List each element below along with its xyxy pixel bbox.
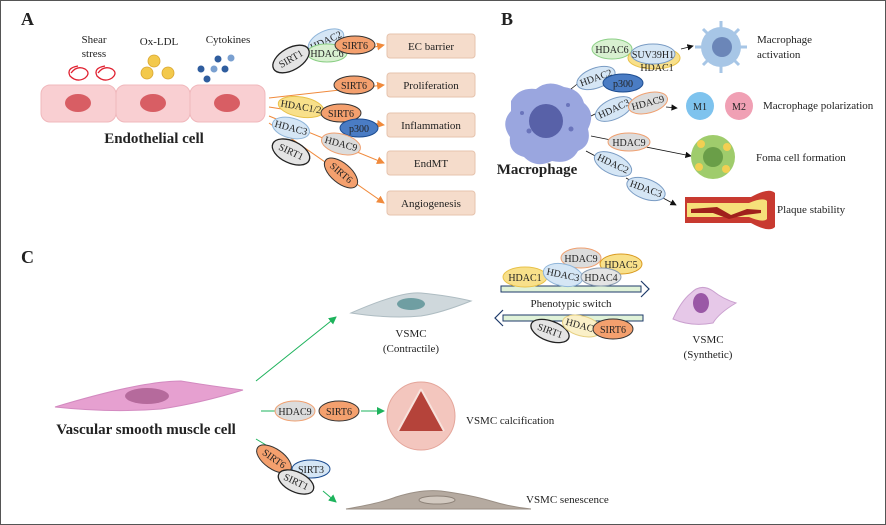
svg-text:HDAC5: HDAC5 — [604, 260, 637, 271]
outcome-polarization: Macrophage polarization — [763, 100, 874, 112]
regulators-c-calcification: HDAC9 SIRT6 — [274, 400, 360, 422]
contractile-vsmc-icon — [349, 292, 473, 318]
senescent-vsmc-icon — [345, 490, 532, 510]
contractile-line1: VSMC — [395, 328, 426, 340]
svg-text:HDAC4: HDAC4 — [584, 273, 617, 284]
panel-c-label: C — [21, 247, 34, 267]
outcome-endmt: EndMT — [414, 158, 449, 170]
svg-text:HDAC9: HDAC9 — [564, 254, 597, 265]
regulators-a: HDAC2 HDAC6 SIRT1 SIRT6 SIRT6 HDAC1/2 SI… — [271, 28, 379, 189]
panel-b-label: B — [501, 9, 513, 29]
calcification-label: VSMC calcification — [466, 415, 555, 427]
vsmc-icon — [54, 380, 244, 412]
panel-c: C Vascular smooth muscle cell VSMC (Cont… — [21, 247, 738, 510]
synthetic-line1: VSMC — [692, 334, 723, 346]
outcome-inflammation: Inflammation — [401, 120, 461, 132]
svg-text:p300: p300 — [613, 79, 633, 90]
stimulus-ox-ldl: Ox-LDL — [140, 36, 179, 48]
svg-text:HDAC6: HDAC6 — [595, 45, 628, 56]
svg-text:SIRT6: SIRT6 — [341, 81, 367, 92]
activated-macrophage-icon — [695, 21, 747, 73]
svg-text:SIRT6: SIRT6 — [342, 41, 368, 52]
outcome-ec-barrier: EC barrier — [408, 41, 454, 53]
synthetic-line2: (Synthetic) — [684, 349, 733, 361]
artery-plaque-icon — [685, 190, 775, 230]
macrophage-icon — [505, 83, 592, 165]
panel-a-label: A — [21, 9, 34, 29]
outcome-angiogenesis: Angiogenesis — [401, 198, 461, 210]
foam-cell-icon — [691, 135, 735, 179]
svg-text:p300: p300 — [349, 124, 369, 135]
svg-text:HDAC9: HDAC9 — [612, 138, 645, 149]
endothelial-cell-label: Endothelial cell — [104, 131, 204, 147]
panel-b: B Macrophage HDAC6 HDAC1 SUV39H1 HDAC2 — [497, 9, 874, 230]
m2-macrophage-icon: M2 — [725, 92, 753, 120]
calcified-vessel-icon — [386, 381, 456, 451]
outcome-activation-line1: Macrophage — [757, 34, 812, 46]
panel-a: A Shear stress Ox-LDL Cytokines Endothel… — [21, 9, 476, 216]
svg-text:SIRT3: SIRT3 — [298, 465, 324, 476]
cytokines-icon — [197, 54, 235, 83]
svg-text:SIRT6: SIRT6 — [328, 109, 354, 120]
endothelial-cells — [40, 84, 266, 123]
svg-text:SUV39H1: SUV39H1 — [632, 50, 674, 61]
regulators-c-senescence: SIRT6 SIRT3 SIRT1 — [256, 444, 331, 495]
svg-text:HDAC9: HDAC9 — [278, 407, 311, 418]
senescence-label: VSMC senescence — [526, 494, 609, 506]
svg-text:M1: M1 — [693, 102, 707, 113]
outcome-proliferation: Proliferation — [403, 80, 459, 92]
ox-ldl-icon — [140, 54, 175, 80]
svg-text:M2: M2 — [732, 102, 746, 113]
svg-text:SIRT6: SIRT6 — [326, 407, 352, 418]
macrophage-label: Macrophage — [497, 162, 578, 178]
shear-stress-icon — [68, 65, 116, 81]
svg-text:HDAC1: HDAC1 — [508, 273, 541, 284]
vsmc-label: Vascular smooth muscle cell — [56, 422, 236, 438]
phenotypic-switch-label: Phenotypic switch — [531, 298, 612, 310]
stimulus-shear-stress-line1: Shear — [81, 34, 106, 46]
outcome-plaque-stability: Plaque stability — [777, 204, 846, 216]
synthetic-vsmc-icon — [672, 287, 738, 325]
outcome-foam-cell: Foma cell formation — [756, 152, 846, 164]
m1-macrophage-icon: M1 — [686, 92, 714, 120]
stimulus-shear-stress-line2: stress — [82, 48, 106, 60]
svg-text:SIRT6: SIRT6 — [600, 325, 626, 336]
stimulus-cytokines: Cytokines — [206, 34, 251, 46]
outcome-activation-line2: activation — [757, 49, 801, 61]
outcome-boxes: EC barrier Proliferation Inflammation En… — [386, 33, 476, 216]
contractile-line2: (Contractile) — [383, 343, 440, 355]
svg-text:HDAC6: HDAC6 — [310, 49, 343, 60]
regulators-c-switch: HDAC9 HDAC5 HDAC1 HDAC3 HDAC4 SIRT1 HDAC… — [502, 247, 643, 344]
regulators-b: HDAC6 HDAC1 SUV39H1 HDAC2 p300 HDAC3 HDA… — [576, 38, 681, 202]
svg-text:HDAC1: HDAC1 — [640, 63, 673, 74]
